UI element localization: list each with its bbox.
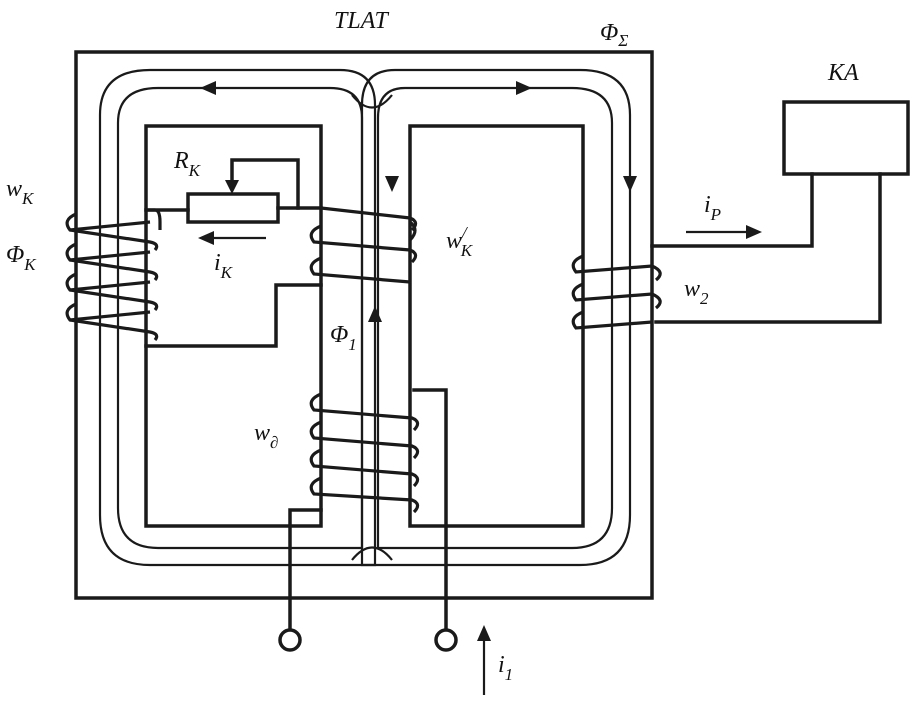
core-outer-frame — [74, 50, 654, 600]
coil-wd — [278, 388, 491, 695]
rk-sub: K — [188, 161, 202, 180]
w2-output-top — [650, 172, 814, 248]
flux-arrow-right-side — [623, 176, 637, 192]
rk-main: R — [173, 148, 189, 174]
core-label: TLAT — [334, 8, 389, 34]
ip-label: iP — [704, 192, 721, 224]
ik-label: iK — [214, 250, 234, 282]
rk-slider-arrow — [225, 180, 239, 194]
wd-right-lead — [412, 388, 448, 632]
i1-arrow-head — [477, 625, 491, 641]
w2-main: w — [684, 276, 700, 302]
w2-output-bottom — [654, 172, 882, 324]
flux-arrow-center-up — [368, 306, 382, 322]
rk-return-wire — [144, 283, 323, 348]
rk-slider-wire — [230, 158, 300, 210]
terminal-right — [434, 628, 458, 652]
phik-main: Φ — [6, 242, 24, 268]
ip-main: i — [704, 192, 711, 218]
wk-label: wK — [6, 176, 35, 208]
ik-sub: K — [220, 263, 234, 282]
wd-left-lead — [288, 508, 323, 632]
wk-prime-main: w — [446, 228, 462, 254]
coil-wk-back — [69, 220, 151, 322]
flux-loop-left-inner — [116, 86, 364, 550]
wk-main: w — [6, 176, 22, 202]
terminal-left — [278, 628, 302, 652]
rk-circuit — [144, 158, 323, 348]
coil-wk-prime-turns — [309, 206, 418, 284]
ip-sub: P — [710, 205, 721, 224]
wk-prime-sup: / — [461, 223, 469, 242]
flux-arrow-center-down — [385, 176, 399, 192]
ik-main: i — [214, 250, 221, 276]
ik-arrow-head — [198, 231, 214, 245]
coil-wk-prime — [309, 206, 418, 284]
labels: TLAT ΦΣ KA RK iK wK ΦK w/K Φ1 w∂ w2 — [6, 8, 859, 684]
phi1-main: Φ — [330, 322, 348, 348]
wd-label: w∂ — [254, 420, 278, 452]
i1-sub: 1 — [505, 665, 514, 684]
coil-wd-turns — [309, 392, 420, 514]
phik-label: ΦK — [6, 242, 37, 274]
flux-loop-right-inner — [376, 86, 614, 550]
coil-wk-turns — [65, 208, 162, 342]
phi1-label: Φ1 — [330, 322, 357, 354]
coil-w2 — [571, 100, 910, 330]
wk-prime-sub: K — [460, 241, 474, 260]
transformer-core — [74, 50, 654, 600]
total-flux-sub: Σ — [617, 31, 628, 50]
rk-label: RK — [173, 148, 202, 180]
ip-arrow-head — [746, 225, 762, 239]
phik-sub: K — [23, 255, 37, 274]
wk-prime-label: w/K — [446, 223, 474, 260]
wd-main: w — [254, 420, 270, 446]
relay-ka-box — [782, 100, 910, 176]
wk-sub: K — [21, 189, 35, 208]
i1-label: i1 — [498, 652, 513, 684]
w2-sub: 2 — [700, 289, 709, 308]
core-right-window — [408, 124, 585, 528]
coil-w2-turns — [571, 254, 662, 330]
wd-sub: ∂ — [270, 433, 278, 452]
flux-loops — [98, 68, 637, 567]
coil-wk — [65, 208, 162, 342]
core-left-window — [144, 124, 323, 528]
total-flux-label: ΦΣ — [600, 20, 628, 50]
w2-label: w2 — [684, 276, 709, 308]
flux-arrow-left-top — [200, 81, 216, 95]
flux-center-curve-bottom — [351, 546, 393, 561]
flux-loop-right — [360, 68, 632, 567]
rk-resistor — [186, 192, 280, 224]
flux-center-curve-top — [351, 94, 393, 109]
flux-loop-left — [98, 68, 377, 567]
i1-main: i — [498, 652, 505, 678]
phi1-sub: 1 — [348, 335, 357, 354]
relay-label: KA — [827, 60, 859, 86]
flux-arrow-right-top — [516, 81, 532, 95]
total-flux-main: Φ — [600, 20, 618, 46]
